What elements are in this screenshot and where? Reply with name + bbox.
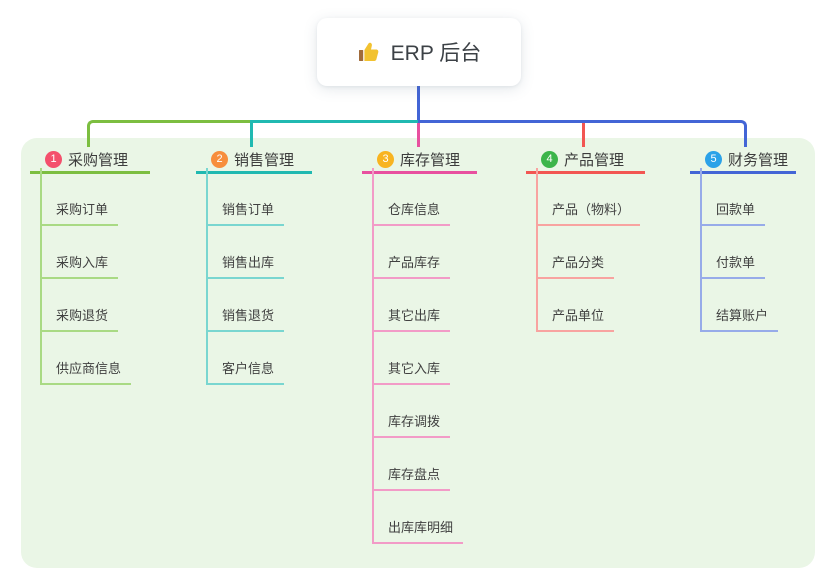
child-node[interactable]: 产品分类 (536, 221, 615, 279)
branch-column: 2 销售管理销售订单销售出库销售退货客户信息 (196, 148, 312, 391)
branch-column: 5 财务管理回款单付款单结算账户 (690, 148, 796, 338)
child-node[interactable]: 产品单位 (536, 274, 615, 332)
connector-bus-mid (252, 120, 419, 123)
child-label: 采购退货 (56, 308, 109, 323)
child-label: 销售订单 (222, 202, 275, 217)
child-node[interactable]: 回款单 (700, 168, 766, 226)
child-label: 仓库信息 (388, 202, 441, 217)
child-label: 产品库存 (388, 255, 441, 270)
child-label: 采购订单 (56, 202, 109, 217)
branch-number-badge: 5 (705, 151, 722, 168)
child-label: 其它入库 (388, 361, 441, 376)
child-node[interactable]: 结算账户 (700, 274, 779, 332)
branch-children: 产品（物料） 产品分类产品单位 (536, 168, 641, 332)
child-node[interactable]: 库存盘点 (372, 433, 451, 491)
branch-label: 采购管理 (68, 152, 129, 169)
child-node[interactable]: 销售出库 (206, 221, 285, 279)
child-label: 销售退货 (222, 308, 275, 323)
child-label: 库存调拨 (388, 414, 441, 429)
branch-children: 销售订单销售出库销售退货客户信息 (206, 168, 285, 385)
child-label: 产品分类 (552, 255, 605, 270)
child-node[interactable]: 库存调拨 (372, 380, 451, 438)
child-node[interactable]: 采购订单 (40, 168, 119, 226)
child-node[interactable]: 供应商信息 (40, 327, 132, 385)
child-node[interactable]: 其它出库 (372, 274, 451, 332)
child-node[interactable]: 出库库明细 (372, 486, 464, 544)
child-label: 产品（物料） (552, 202, 631, 217)
branch-node[interactable]: 4 产品管理 (526, 148, 645, 174)
child-label: 其它出库 (388, 308, 441, 323)
branch-children: 回款单付款单结算账户 (700, 168, 779, 332)
child-label: 销售出库 (222, 255, 275, 270)
child-node[interactable]: 采购入库 (40, 221, 119, 279)
connector-drop-branch2 (250, 120, 253, 147)
branch-column: 3 库存管理仓库信息产品库存其它出库其它入库库存调拨库存盘点出库库明细 (362, 148, 477, 550)
branch-node[interactable]: 1 采购管理 (30, 148, 150, 174)
branch-label: 产品管理 (564, 152, 625, 169)
child-label: 产品单位 (552, 308, 605, 323)
branch-node[interactable]: 2 销售管理 (196, 148, 312, 174)
branch-number-badge: 2 (211, 151, 228, 168)
connector-bus-left (87, 120, 252, 147)
child-node[interactable]: 采购退货 (40, 274, 119, 332)
mindmap-panel (21, 138, 815, 568)
child-label: 客户信息 (222, 361, 275, 376)
child-label: 付款单 (716, 255, 756, 270)
child-node[interactable]: 付款单 (700, 221, 766, 279)
child-label: 库存盘点 (388, 467, 441, 482)
root-node[interactable]: ERP 后台 (317, 18, 521, 86)
branch-column: 4 产品管理产品（物料） 产品分类产品单位 (526, 148, 645, 338)
child-node[interactable]: 销售退货 (206, 274, 285, 332)
child-node[interactable]: 仓库信息 (372, 168, 451, 226)
branch-label: 财务管理 (728, 152, 789, 169)
child-label: 结算账户 (716, 308, 769, 323)
root-label: ERP 后台 (390, 42, 482, 65)
branch-children: 采购订单采购入库采购退货供应商信息 (40, 168, 132, 385)
branch-label: 销售管理 (234, 152, 295, 169)
connector-drop-branch4 (582, 123, 585, 147)
thumbs-up-icon (358, 42, 379, 61)
child-node[interactable]: 产品库存 (372, 221, 451, 279)
child-node[interactable]: 销售订单 (206, 168, 285, 226)
connector-root-drop (417, 86, 420, 122)
branch-number-badge: 1 (45, 151, 62, 168)
child-node[interactable]: 产品（物料） (536, 168, 641, 226)
branch-children: 仓库信息产品库存其它出库其它入库库存调拨库存盘点出库库明细 (372, 168, 464, 544)
branch-column: 1 采购管理采购订单采购入库采购退货供应商信息 (30, 148, 150, 391)
branch-number-badge: 4 (541, 151, 558, 168)
connector-bus-right (418, 120, 747, 147)
branch-node[interactable]: 5 财务管理 (690, 148, 796, 174)
branch-label: 库存管理 (400, 152, 461, 169)
branch-node[interactable]: 3 库存管理 (362, 148, 477, 174)
branch-number-badge: 3 (377, 151, 394, 168)
child-node[interactable]: 客户信息 (206, 327, 285, 385)
connector-drop-branch3 (417, 123, 420, 147)
child-label: 出库库明细 (388, 520, 454, 535)
child-label: 采购入库 (56, 255, 109, 270)
child-label: 回款单 (716, 202, 756, 217)
child-label: 供应商信息 (56, 361, 122, 376)
child-node[interactable]: 其它入库 (372, 327, 451, 385)
